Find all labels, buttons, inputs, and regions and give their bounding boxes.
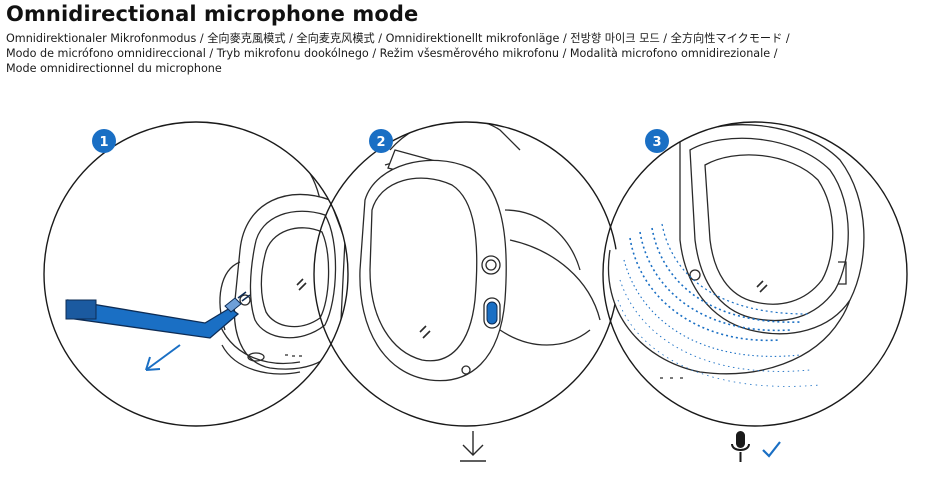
step-badge bbox=[645, 129, 669, 153]
step-badge bbox=[92, 129, 116, 153]
checkmark-icon bbox=[762, 441, 781, 458]
remove-arrow-icon bbox=[145, 344, 181, 371]
subtitle-line: Modo de micrófono omnidireccional / Tryb… bbox=[6, 47, 778, 60]
step-number: 3 bbox=[652, 135, 661, 150]
step-2-panel: 2 bbox=[313, 121, 619, 427]
subtitle: Omnidirektionaler Mikrofonmodus / 全向麥克風模… bbox=[6, 31, 926, 76]
page-title: Omnidirectional microphone mode bbox=[6, 2, 419, 26]
download-arrow-icon bbox=[460, 431, 486, 462]
subtitle-line: Mode omnidirectionnel du microphone bbox=[6, 62, 222, 75]
step-1-panel: 1 bbox=[43, 121, 349, 427]
step-number: 1 bbox=[99, 135, 108, 150]
microphone-icon bbox=[731, 431, 750, 462]
mic-mode-button bbox=[483, 297, 501, 329]
step-3-panel: 3 bbox=[602, 121, 908, 427]
sound-waves bbox=[617, 223, 821, 387]
boom-mic bbox=[65, 291, 251, 339]
subtitle-line: Omnidirektionaler Mikrofonmodus / 全向麥克風模… bbox=[6, 32, 790, 45]
step-number: 2 bbox=[376, 135, 385, 150]
step-badge bbox=[369, 129, 393, 153]
